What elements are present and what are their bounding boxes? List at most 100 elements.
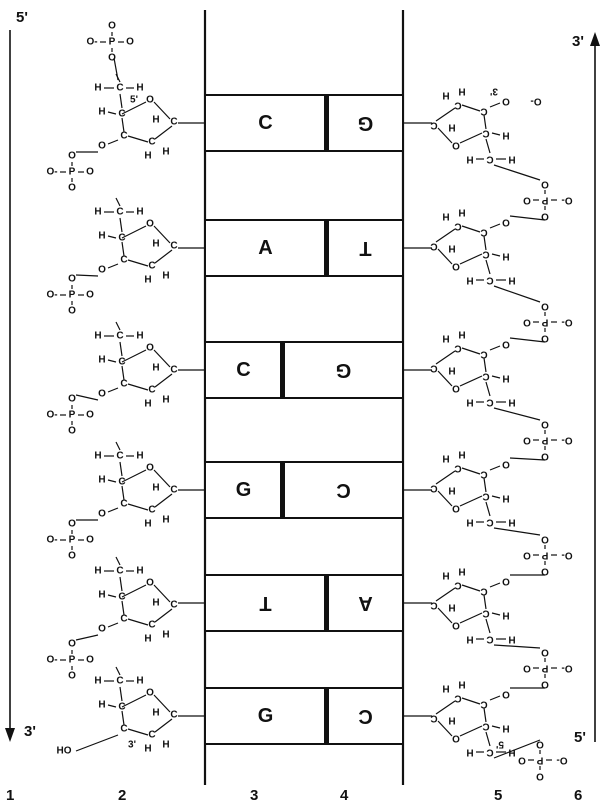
hydrogen-atom: H bbox=[98, 107, 105, 118]
right-base-letter: T bbox=[359, 237, 371, 259]
ring-oxygen-atom: O bbox=[452, 383, 460, 394]
bond-line bbox=[437, 490, 453, 507]
carbon-atom: C bbox=[482, 371, 489, 382]
bond-line bbox=[75, 734, 119, 752]
bond-line bbox=[121, 349, 147, 363]
carbon-atom: C bbox=[486, 397, 493, 408]
bond-line bbox=[154, 608, 173, 623]
bond-line bbox=[435, 107, 456, 122]
hydrogen-atom: H bbox=[466, 397, 473, 408]
oxygen-atom: O bbox=[541, 451, 549, 462]
hydrogen-atom: H bbox=[458, 566, 465, 577]
oxygen-atom: O bbox=[541, 647, 549, 658]
hydrogen-atom: H bbox=[502, 373, 509, 384]
carbon-atom: C bbox=[170, 241, 177, 252]
carbon-atom: C bbox=[454, 693, 461, 704]
bond-line bbox=[491, 612, 501, 616]
bond-line bbox=[483, 235, 487, 251]
right-base-box bbox=[327, 94, 404, 152]
oxygen-atom: O bbox=[523, 550, 531, 561]
hydrogen-atom: H bbox=[442, 90, 449, 101]
bond-line bbox=[154, 373, 173, 388]
hydrogen-atom: H bbox=[162, 395, 169, 406]
left-base-letter: A bbox=[258, 237, 272, 259]
bond-line bbox=[491, 375, 501, 379]
oxygen-atom: O- bbox=[46, 290, 57, 301]
bond-line bbox=[107, 235, 117, 239]
oxygen-atom: O- bbox=[46, 410, 57, 421]
bond-line bbox=[493, 164, 541, 181]
oxygen-atom: O- bbox=[46, 535, 57, 546]
bond-line bbox=[509, 215, 546, 221]
bond-line bbox=[437, 607, 453, 624]
hydrogen-atom: H bbox=[508, 517, 515, 528]
hydrogen-atom: H bbox=[152, 483, 159, 494]
phosphorus-atom: P bbox=[541, 435, 548, 446]
oxygen-atom: O bbox=[86, 167, 94, 178]
ring-oxygen-atom: O bbox=[452, 140, 460, 151]
bond-line bbox=[483, 707, 487, 723]
column-numbers: 1 2 3 4 5 6 bbox=[6, 787, 582, 804]
phosphorus-atom: P bbox=[541, 663, 548, 674]
carbon-atom: C bbox=[148, 505, 155, 516]
column-number-6: 6 bbox=[574, 787, 582, 804]
oxygen-atom: O bbox=[86, 535, 94, 546]
hydrogen-atom: H bbox=[98, 231, 105, 242]
ring-oxygen-atom: O bbox=[146, 463, 154, 474]
bond-line bbox=[113, 57, 119, 81]
hydrogen-atom: H bbox=[144, 151, 151, 162]
bond-line bbox=[489, 465, 501, 471]
hydrogen-atom: H bbox=[448, 243, 455, 254]
oxygen-atom: O bbox=[523, 663, 531, 674]
hydrogen-atom: H bbox=[144, 744, 151, 755]
bond-line bbox=[107, 622, 119, 628]
left-top-label: 5' bbox=[16, 9, 28, 26]
oxygen-atom: O bbox=[541, 333, 549, 344]
bond-line bbox=[435, 350, 456, 365]
carbon-atom: C bbox=[430, 483, 437, 494]
hydrogen-atom: H bbox=[94, 207, 101, 218]
right-base-letter: C bbox=[336, 479, 350, 501]
bond-line bbox=[493, 739, 541, 759]
hydrogen-atom: H bbox=[136, 676, 143, 687]
hydrogen-atom: H bbox=[94, 83, 101, 94]
column-number-2: 2 bbox=[118, 787, 126, 804]
oxygen-atom: O bbox=[523, 435, 531, 446]
bond-line bbox=[435, 700, 456, 715]
left-base-box bbox=[204, 687, 327, 745]
oxygen-atom: O bbox=[502, 459, 510, 470]
prime-label: 5' bbox=[130, 95, 138, 106]
carbon-atom: C bbox=[148, 261, 155, 272]
oxygen-atom: O bbox=[541, 566, 549, 577]
hydrogen-atom: H bbox=[144, 519, 151, 530]
hydrogen-atom: H bbox=[136, 83, 143, 94]
bond-line bbox=[75, 634, 99, 641]
bond-line bbox=[107, 479, 117, 483]
oxygen-atom: O bbox=[502, 689, 510, 700]
left-base-letter: C bbox=[236, 359, 250, 381]
oxygen-atom: O bbox=[541, 301, 549, 312]
carbon-atom: C bbox=[480, 699, 487, 710]
oxygen-atom: O bbox=[98, 624, 106, 635]
bond-line bbox=[461, 697, 481, 705]
bond-line bbox=[437, 370, 453, 387]
ring-oxygen-atom: O bbox=[146, 95, 154, 106]
bond-line bbox=[485, 259, 491, 275]
left-base-letter: G bbox=[236, 479, 252, 501]
bond-line bbox=[107, 263, 119, 269]
ring-oxygen-atom: O bbox=[452, 503, 460, 514]
bond-line bbox=[127, 259, 149, 267]
carbon-atom: C bbox=[118, 592, 125, 603]
ring-oxygen-atom: O bbox=[452, 261, 460, 272]
column-number-1: 1 bbox=[6, 787, 14, 804]
carbon-atom: C bbox=[120, 499, 127, 510]
bond-line bbox=[491, 725, 501, 729]
bond-line bbox=[489, 345, 501, 351]
bond-line bbox=[153, 694, 171, 713]
